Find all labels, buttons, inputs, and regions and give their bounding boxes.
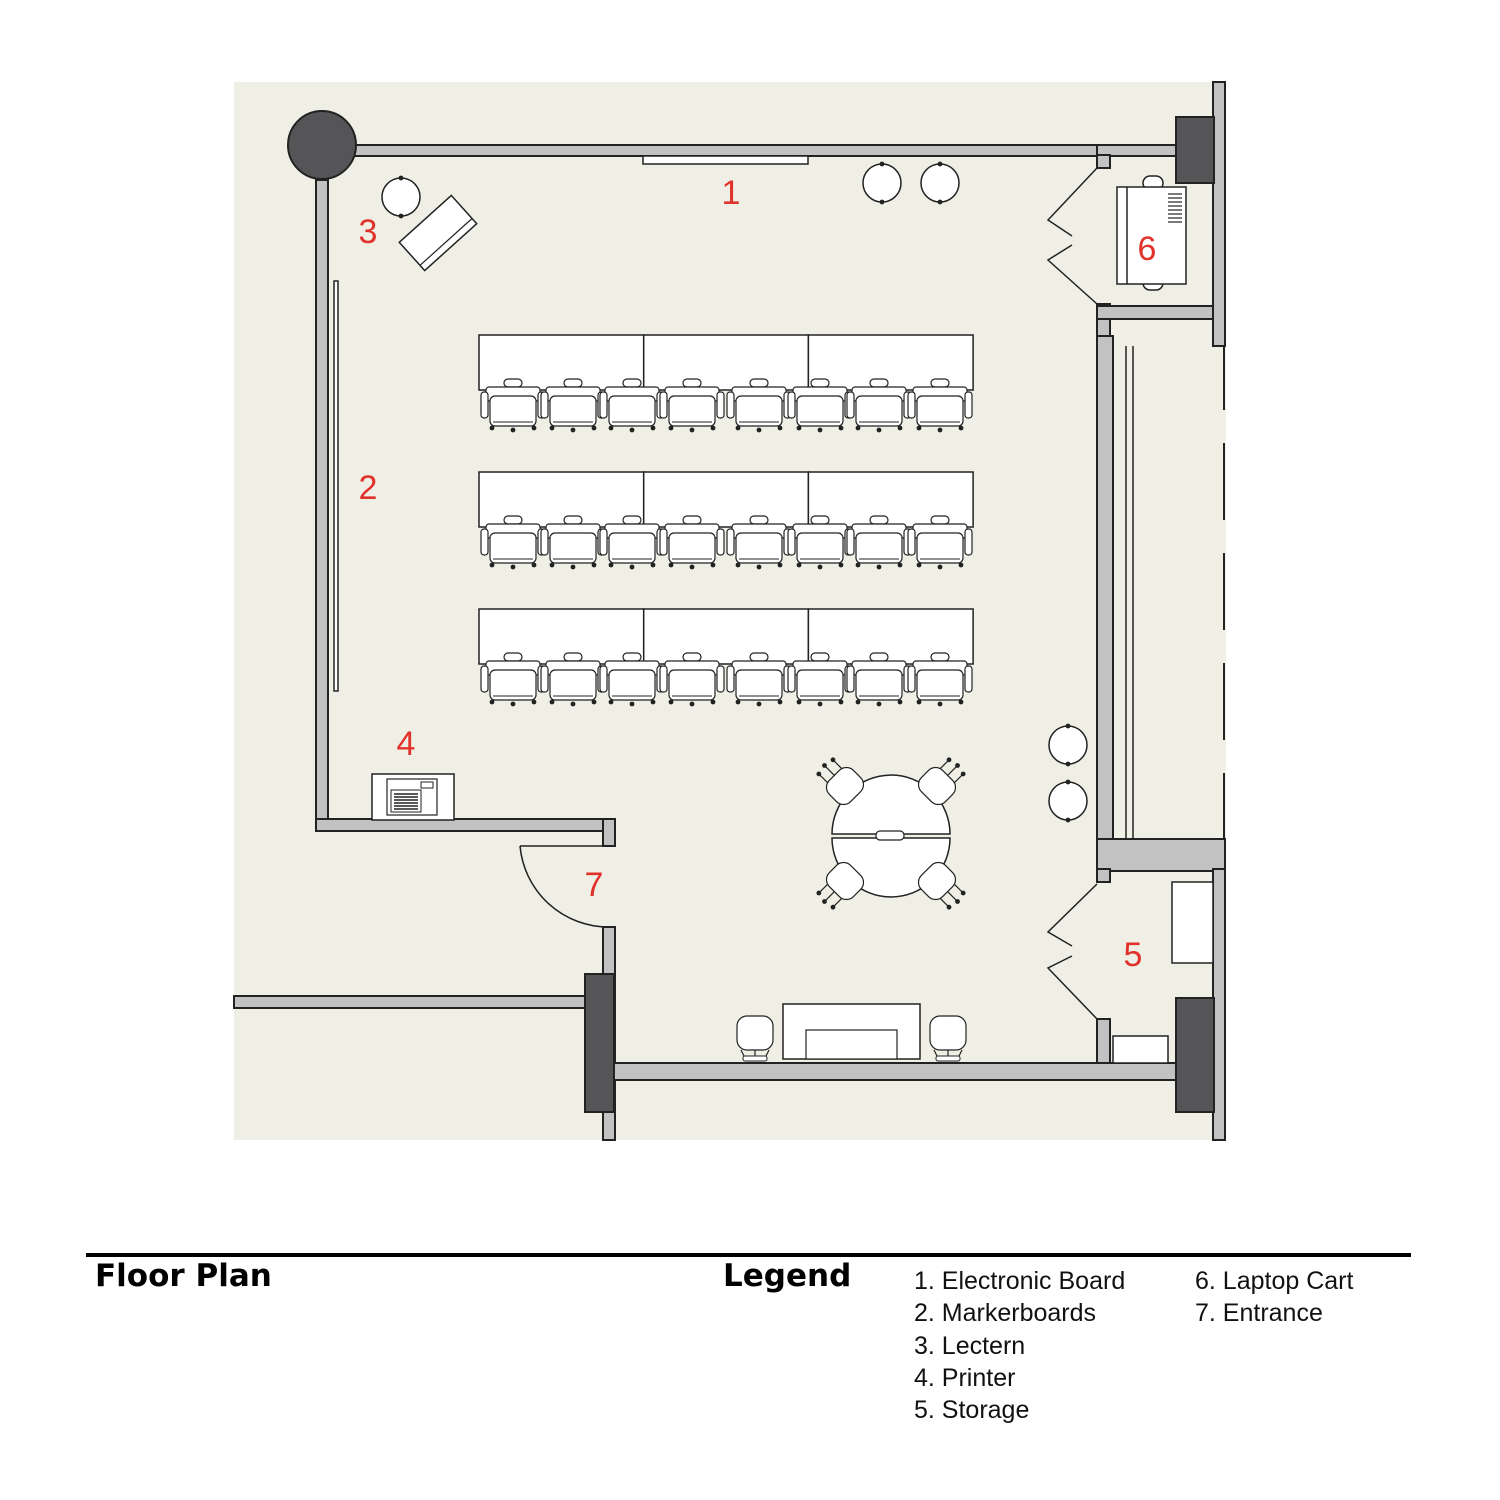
chair bbox=[540, 515, 606, 571]
chair bbox=[907, 515, 973, 571]
chair bbox=[846, 515, 912, 571]
label-laptop-cart: 6 bbox=[1138, 230, 1157, 268]
chair bbox=[540, 652, 606, 708]
legend-item: 2. Markerboards bbox=[914, 1299, 1097, 1328]
label-entrance: 7 bbox=[585, 866, 604, 904]
storage-closet bbox=[1046, 881, 1214, 1064]
footer-rule bbox=[86, 1253, 1411, 1257]
front-desk bbox=[782, 1003, 921, 1060]
legend-item: 4. Printer bbox=[914, 1363, 1016, 1392]
chair bbox=[907, 652, 973, 708]
printer bbox=[371, 773, 455, 821]
chair bbox=[787, 378, 853, 433]
chair bbox=[659, 378, 725, 433]
legend-column-1: 1. Electronic Board 2. Markerboards 3. L… bbox=[914, 1265, 1125, 1426]
column-ne bbox=[1175, 116, 1215, 184]
chair bbox=[480, 515, 546, 571]
electronic-board bbox=[642, 155, 809, 165]
seating-rows bbox=[478, 334, 974, 708]
chair bbox=[659, 652, 725, 708]
desk bbox=[642, 608, 810, 665]
column-sw bbox=[584, 973, 615, 1113]
chair bbox=[846, 652, 912, 708]
chair bbox=[540, 378, 606, 433]
column-round bbox=[287, 110, 357, 180]
entrance-door bbox=[519, 845, 610, 928]
chair bbox=[907, 378, 973, 433]
legend-item: 6. Laptop Cart bbox=[1195, 1267, 1354, 1295]
laptop-cart-closet bbox=[1046, 167, 1187, 305]
chair bbox=[599, 652, 665, 708]
floor-plan: 1 2 3 4 5 6 7 bbox=[233, 81, 1226, 1141]
legend-item: 3. Lectern bbox=[914, 1331, 1026, 1360]
chair bbox=[659, 515, 725, 571]
chair bbox=[787, 652, 853, 708]
markerboard bbox=[333, 280, 339, 692]
label-storage: 5 bbox=[1124, 936, 1143, 974]
label-markerboards: 2 bbox=[359, 469, 378, 507]
legend-item: 5. Storage bbox=[914, 1396, 1030, 1425]
desk bbox=[642, 334, 810, 391]
chair bbox=[480, 378, 546, 433]
walls bbox=[233, 81, 1226, 1141]
chair bbox=[599, 378, 665, 433]
page-title: Floor Plan bbox=[95, 1258, 272, 1294]
chair bbox=[726, 378, 792, 433]
chair bbox=[726, 515, 792, 571]
lectern bbox=[398, 194, 478, 272]
chair bbox=[480, 652, 546, 708]
legend-item: 7. Entrance bbox=[1195, 1299, 1323, 1328]
label-lectern: 3 bbox=[359, 213, 378, 251]
desk bbox=[642, 471, 810, 528]
chair bbox=[726, 652, 792, 708]
legend-item: 1. Electronic Board bbox=[914, 1267, 1126, 1295]
legend-column-2: 6. Laptop Cart 7. Entrance bbox=[1195, 1265, 1353, 1330]
label-printer: 4 bbox=[397, 725, 416, 763]
chair bbox=[787, 515, 853, 571]
column-se bbox=[1175, 997, 1215, 1113]
legend-title: Legend bbox=[723, 1258, 852, 1294]
chair bbox=[599, 515, 665, 571]
chair bbox=[846, 378, 912, 433]
label-electronic-board: 1 bbox=[722, 174, 741, 212]
